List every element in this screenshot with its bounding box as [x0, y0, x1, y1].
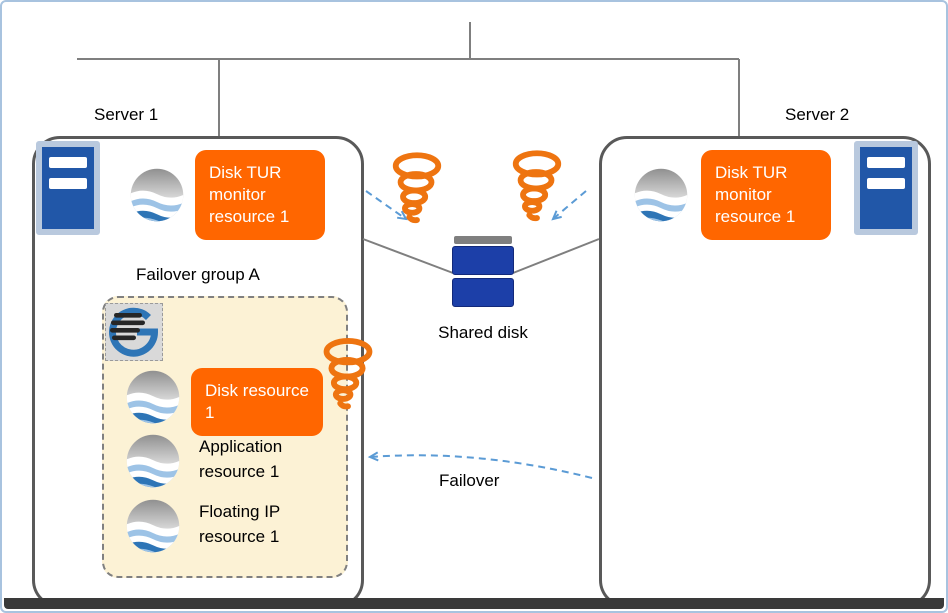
- failover-group-label: Failover group A: [136, 265, 260, 284]
- application-resource-label: Application resource 1: [199, 437, 283, 481]
- failover-label: Failover: [439, 471, 500, 490]
- server2-label: Server 2: [785, 105, 850, 124]
- tower-slot: [49, 157, 87, 168]
- shared-disk-icon: [454, 236, 512, 244]
- shared-disk-unit: [452, 246, 514, 275]
- disk-connector-left: [362, 238, 454, 274]
- tornado-icon: [508, 150, 566, 228]
- group-g-icon: [105, 303, 163, 361]
- tornado-icon: [318, 338, 378, 416]
- server1-label: Server 1: [94, 105, 159, 124]
- wave-icon: [129, 167, 185, 223]
- tower-slot: [49, 178, 87, 189]
- disk-connector-right: [512, 238, 600, 274]
- wave-icon: [125, 369, 181, 425]
- wave-icon: [125, 433, 181, 489]
- tower-slot: [867, 157, 905, 168]
- tornado-icon: [388, 152, 446, 230]
- g-glyph: [109, 307, 159, 357]
- server-tower-icon: [854, 141, 918, 235]
- bottom-bar: [4, 598, 944, 609]
- floating-ip-resource-label: Floating IP resource 1: [199, 502, 280, 546]
- shared-disk-unit: [452, 278, 514, 307]
- network-lines: [77, 22, 740, 136]
- disk-resource-badge: Disk resource 1: [191, 368, 323, 437]
- wave-icon: [633, 167, 689, 223]
- wave-icon: [125, 498, 181, 554]
- server1-monitor-badge: Disk TUR monitor resource 1: [195, 150, 325, 241]
- server2-monitor-badge: Disk TUR monitor resource 1: [701, 150, 831, 241]
- shared-disk-label: Shared disk: [438, 323, 528, 342]
- server-tower-icon: [36, 141, 100, 235]
- tower-slot: [867, 178, 905, 189]
